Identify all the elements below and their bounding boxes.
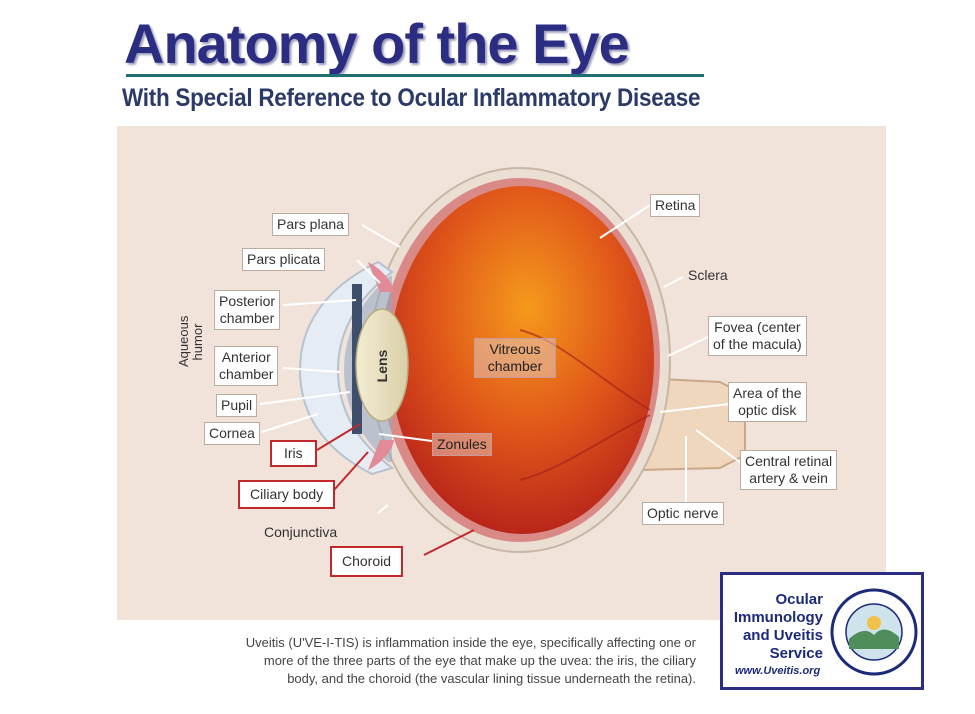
label-sclera: Sclera (688, 267, 728, 283)
label-conjunctiva: Conjunctiva (264, 524, 338, 540)
label-retina: Retina (650, 194, 701, 217)
label-pars-plana: Pars plana (272, 213, 349, 236)
label-lens: Lens (374, 349, 390, 383)
page-subtitle: With Special Reference to Ocular Inflamm… (122, 84, 701, 112)
leader-lines (259, 204, 742, 514)
label-pupil: Pupil (216, 394, 258, 417)
lens-shape (355, 308, 409, 422)
label-cornea: Cornea (204, 422, 260, 445)
caption-text: Uveitis (U'VE-I-TIS) is inflammation ins… (245, 635, 696, 686)
label-optic-nerve: Optic nerve (642, 502, 724, 525)
label-ciliary-body: Ciliary body (238, 480, 336, 509)
logo-url: www.Uveitis.org (735, 665, 821, 677)
label-iris: Iris (270, 440, 317, 467)
label-choroid: Choroid (330, 546, 404, 577)
label-pars-plicata: Pars plicata (242, 248, 326, 271)
title-underline (126, 74, 704, 77)
uveitis-service-logo: Ocular Immunology and Uveitis Service ww… (720, 572, 924, 690)
label-zonules: Zonules (432, 433, 492, 456)
page-title: Anatomy of the Eye (124, 12, 630, 75)
infirmary-seal-icon (830, 588, 918, 676)
cornea-shape (298, 260, 395, 476)
logo-text: Ocular Immunology and Uveitis Service (733, 591, 823, 662)
highlight-lines (316, 423, 475, 556)
